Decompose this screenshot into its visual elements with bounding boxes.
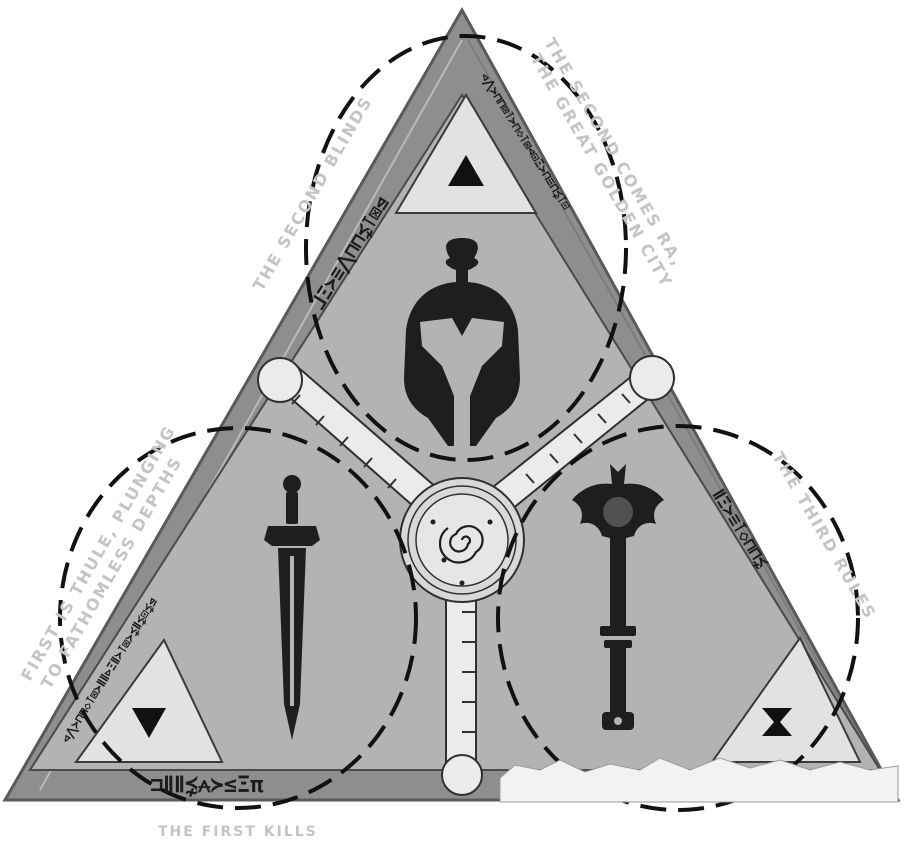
central-hub <box>400 478 524 602</box>
hub-knob-bottom <box>442 755 482 795</box>
hub-knob-right <box>630 356 674 400</box>
rune-band-bottom: ⊐ⅡⅡ⋨⩜≻≤Ξπ <box>150 773 264 798</box>
hub-knob-left <box>258 358 302 402</box>
caption-bottom: THE FIRST KILLS <box>158 824 318 840</box>
